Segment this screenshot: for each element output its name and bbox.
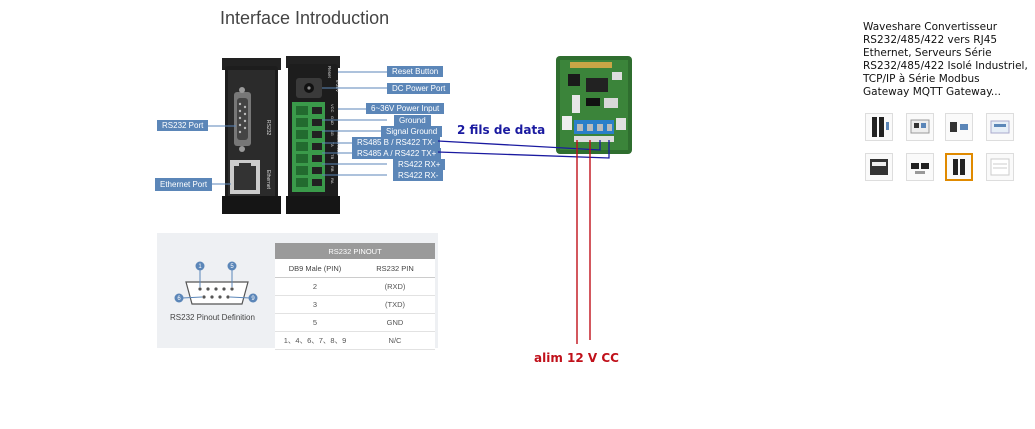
pcb-wiring-diagram <box>437 56 632 344</box>
thumbnail-7-image <box>953 159 965 175</box>
table-row: 3 (TXD) <box>275 295 435 314</box>
thumbnail-7-selected[interactable] <box>945 153 973 181</box>
pinout-table: RS232 PINOUT DB9 Male (PIN) RS232 PIN 2 … <box>275 243 435 350</box>
product-title-link[interactable]: Waveshare Convertisseur RS232/485/422 ve… <box>863 21 1028 98</box>
rs232-text: RS232 <box>265 120 271 136</box>
thumbnail-8[interactable] <box>986 153 1014 181</box>
ground-label: Ground <box>394 115 431 126</box>
pin-5-text: 5 <box>230 264 234 270</box>
table-row: 5 GND <box>275 313 435 332</box>
pinout-definition-label: RS232 Pinout Definition <box>170 313 255 322</box>
pinout-table-title: RS232 PINOUT <box>275 243 435 259</box>
pin-9-text: 9 <box>251 296 255 302</box>
module-front-view: RS232 Ethernet <box>222 58 281 214</box>
pinout-header-db9: DB9 Male (PIN) <box>275 259 355 278</box>
table-row: 2 (RXD) <box>275 277 435 296</box>
page-title: Interface Introduction <box>220 8 390 28</box>
ethernet-text: Ethernet <box>265 170 271 190</box>
table-cell: (TXD) <box>355 295 435 314</box>
v-range-text: 6-36V <box>335 80 340 92</box>
rj45-port <box>230 160 260 194</box>
reset-text: Reset <box>327 66 332 79</box>
thumbnail-3[interactable] <box>945 113 973 141</box>
table-cell: (RXD) <box>355 277 435 296</box>
ra-text: RA <box>330 178 335 184</box>
thumbnail-5-image <box>870 159 888 175</box>
thumbnail-5[interactable] <box>865 153 893 181</box>
thumbnail-2[interactable] <box>906 113 934 141</box>
table-cell: GND <box>355 313 435 332</box>
data-wires-annotation: 2 fils de data <box>457 123 546 137</box>
signal-ground-label: Signal Ground <box>381 126 443 137</box>
ethernet-port-label: Ethernet Port <box>155 178 213 191</box>
thumbnail-6-image <box>911 163 929 174</box>
power-annotation: alim 12 V CC <box>534 351 619 365</box>
rs232-port-label: RS232 Port <box>157 120 209 131</box>
device-illustration: RS232 Ethernet Reset <box>205 56 387 214</box>
thumbnail-1[interactable] <box>865 113 893 141</box>
tb-text: TB <box>330 154 335 159</box>
thumbnail-1-image <box>872 117 889 137</box>
thumbnail-8-image <box>990 158 1010 176</box>
db9-connector <box>234 87 251 152</box>
thumbnail-4-image <box>990 120 1010 134</box>
table-cell: 5 <box>275 313 355 332</box>
table-cell: 3 <box>275 295 355 314</box>
data-wires <box>437 140 610 159</box>
sg-text: SG <box>330 130 335 136</box>
pinout-header-rs232: RS232 PIN <box>355 259 435 278</box>
thumbnail-3-image <box>950 122 968 132</box>
reset-button-label: Reset Button <box>387 66 444 77</box>
rb-text: RB <box>330 166 335 172</box>
table-cell: 2 <box>275 277 355 296</box>
rs485-a-label: RS485 A / RS422 TX+ <box>352 148 442 159</box>
rs485-b-label: RS485 B / RS422 TX- <box>352 137 441 148</box>
db9-pinout-diagram: 1 5 6 9 <box>174 261 258 305</box>
table-cell: N/C <box>355 331 435 350</box>
rs422-rx-minus-label: RS422 RX- <box>393 170 444 181</box>
power-wires <box>576 140 591 344</box>
vcc-text: VCC <box>330 104 335 113</box>
table-row: 1、4、6、7、8、9 N/C <box>275 331 435 350</box>
rs422-rx-plus-label: RS422 RX+ <box>393 159 446 170</box>
power-input-label: 6~36V Power Input <box>366 103 445 114</box>
dc-power-port-label: DC Power Port <box>387 83 451 94</box>
thumbnail-2-image <box>910 119 930 134</box>
thumbnail-6[interactable] <box>906 153 934 181</box>
thumbnail-4[interactable] <box>986 113 1014 141</box>
ta-text: TA <box>330 142 335 147</box>
pin-6-text: 6 <box>177 296 181 302</box>
pcb-board <box>556 56 632 154</box>
table-cell: 1、4、6、7、8、9 <box>275 331 355 350</box>
pin-1-text: 1 <box>198 264 202 270</box>
